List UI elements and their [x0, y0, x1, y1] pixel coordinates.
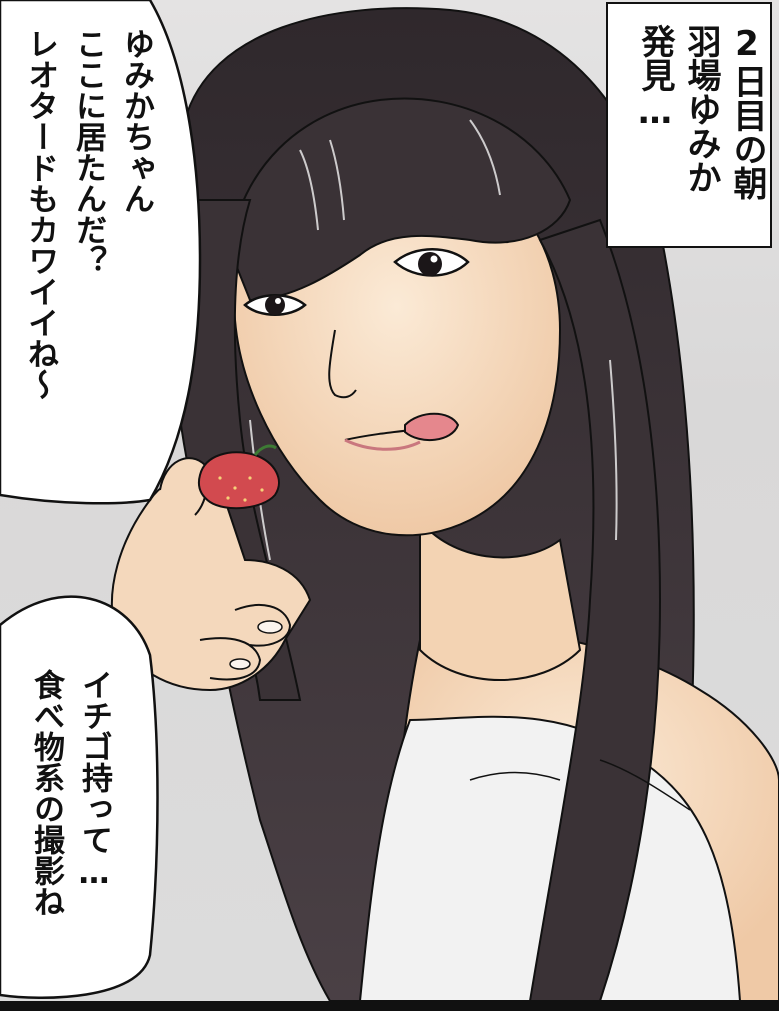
eye-left: [243, 294, 307, 316]
collarbone-lines: [469, 759, 691, 811]
bubble-top-line-3: レオタードもカワイイね〜: [22, 28, 58, 400]
eyebrow-left: [249, 275, 311, 287]
fingernails: [229, 620, 283, 670]
lips: [344, 438, 421, 451]
narration-caption: 2日目の朝 羽場ゆみか 発見…: [606, 2, 772, 248]
caption-line-3: 発見…: [635, 24, 675, 132]
speech-bubble-top: ゆみかちゃん ここに居たんだ？ レオタードもカワイイね〜: [0, 0, 205, 505]
speech-bubble-top-shape: [0, 0, 202, 505]
bubble-bottom-line-1: イチゴ持って…: [76, 669, 112, 891]
tongue: [404, 412, 460, 442]
eyebrow-right: [379, 208, 461, 224]
speech-bubble-bottom: イチゴ持って… 食べ物系の撮影ね: [0, 575, 160, 1001]
neck: [419, 517, 582, 681]
bubble-top-line-2: ここに居たんだ？: [70, 28, 106, 276]
eye-right: [393, 248, 470, 277]
speech-bubble-bottom-shape: [0, 595, 159, 999]
caption-line-1: 2日目の朝: [727, 24, 767, 200]
fingers: [159, 457, 292, 681]
hair-bangs: [228, 97, 572, 302]
hair-right: [528, 218, 662, 1001]
bubble-bottom-line-2: 食べ物系の撮影ね: [28, 669, 64, 917]
bubble-top-line-1: ゆみかちゃん: [118, 28, 154, 214]
nose: [328, 329, 357, 399]
strawberry: [197, 444, 280, 510]
caption-line-2: 羽場ゆみか: [681, 24, 721, 194]
